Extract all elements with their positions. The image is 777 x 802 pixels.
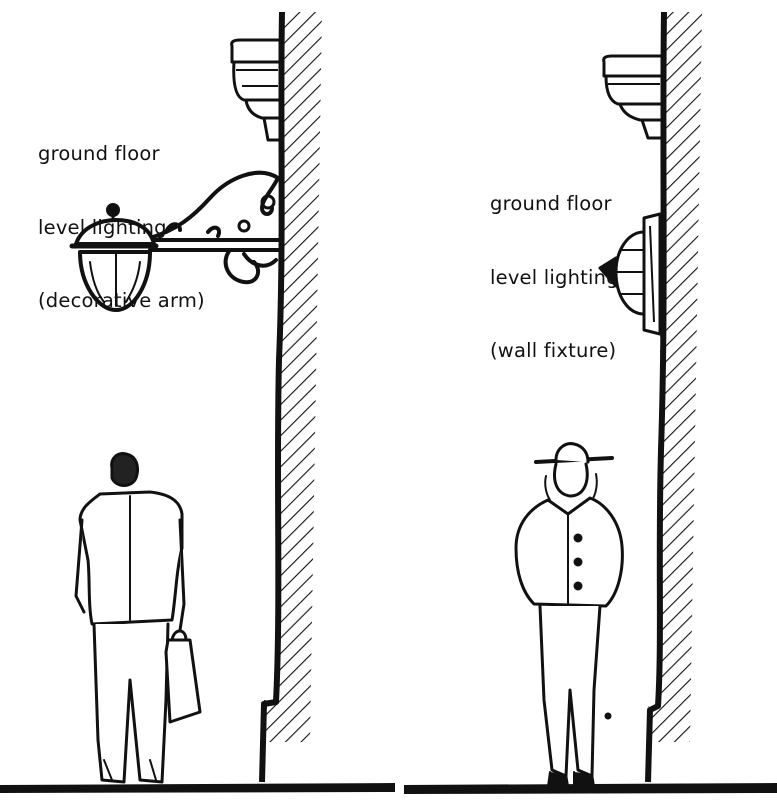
right-cornice	[604, 56, 662, 138]
left-label-line-2: level lighting	[38, 216, 205, 241]
right-label-line-1: ground floor	[490, 192, 619, 217]
left-lighting-label: ground floor level lighting (decorative …	[38, 93, 205, 338]
pedestrian-with-hat	[516, 444, 622, 786]
left-cornice	[232, 40, 280, 140]
left-ground-line	[0, 783, 395, 793]
right-panel	[404, 12, 777, 794]
left-label-line-3: (decorative arm)	[38, 289, 205, 314]
pedestrian-with-briefcase	[76, 454, 200, 782]
right-ground-line	[404, 783, 777, 794]
right-label-line-3: (wall fixture)	[490, 339, 619, 364]
right-lighting-label: ground floor level lighting (wall fixtur…	[490, 143, 619, 388]
right-label-line-2: level lighting	[490, 266, 619, 291]
left-label-line-1: ground floor	[38, 142, 205, 167]
